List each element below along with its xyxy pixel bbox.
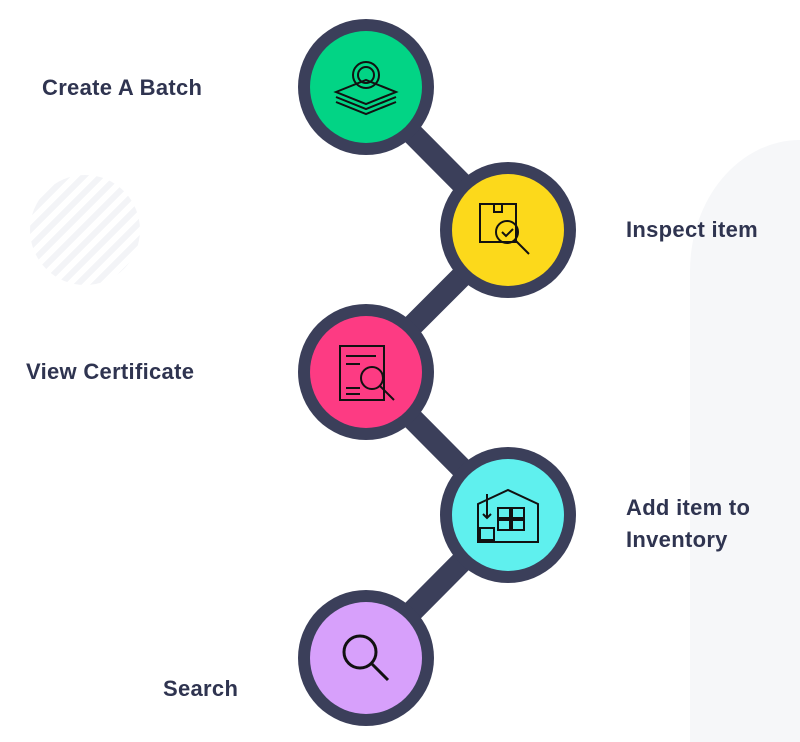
label-line: Add item to [626,495,751,520]
gear-layers-icon [333,61,399,116]
search-icon [342,634,390,682]
background-decoration [30,175,140,285]
step-label-add-inventory: Add item to Inventory [626,492,750,556]
step-node-create-batch [298,19,434,155]
step-label-view-certificate: View Certificate [26,359,195,384]
step-label-create-batch: Create A Batch [42,75,203,100]
step-node-view-certificate [298,304,434,440]
step-node-add-inventory [440,447,576,583]
document-search-icon [339,345,395,401]
label-line: Inventory [626,527,728,552]
step-node-search [298,590,434,726]
step-label-search: Search [163,676,239,701]
step-label-inspect-item: Inspect item [626,217,758,242]
box-inspect-icon [479,203,530,255]
warehouse-icon [477,488,539,543]
background-decoration [690,140,800,742]
step-node-inspect-item [440,162,576,298]
